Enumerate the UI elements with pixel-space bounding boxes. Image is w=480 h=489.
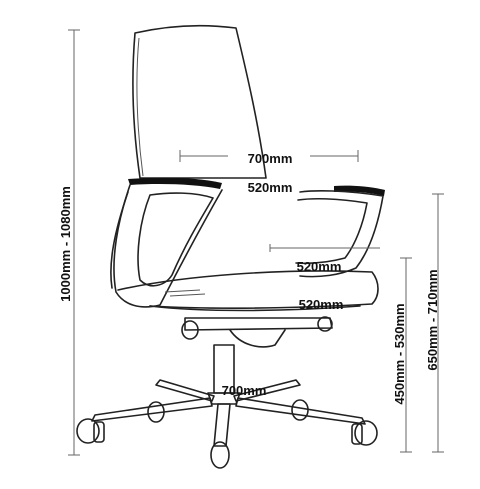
label-back-width: 700mm xyxy=(248,151,293,166)
label-base-diameter: 700mm xyxy=(222,383,267,398)
left-armrest xyxy=(110,177,223,308)
label-arm-height: 650mm - 710mm xyxy=(425,269,440,370)
chair-seat xyxy=(117,270,379,312)
right-armrest xyxy=(295,185,385,278)
label-overall-height: 1000mm - 1080mm xyxy=(58,186,73,302)
chair-backrest xyxy=(132,24,267,179)
seat-mechanism xyxy=(181,316,333,348)
label-seat-width: 520mm xyxy=(297,259,342,274)
caster-wheels xyxy=(76,399,378,469)
label-seat-depth: 520mm xyxy=(299,297,344,312)
label-armrest-width: 520mm xyxy=(248,180,293,195)
dimension-lines xyxy=(68,29,444,456)
label-seat-height: 450mm - 530mm xyxy=(392,303,407,404)
